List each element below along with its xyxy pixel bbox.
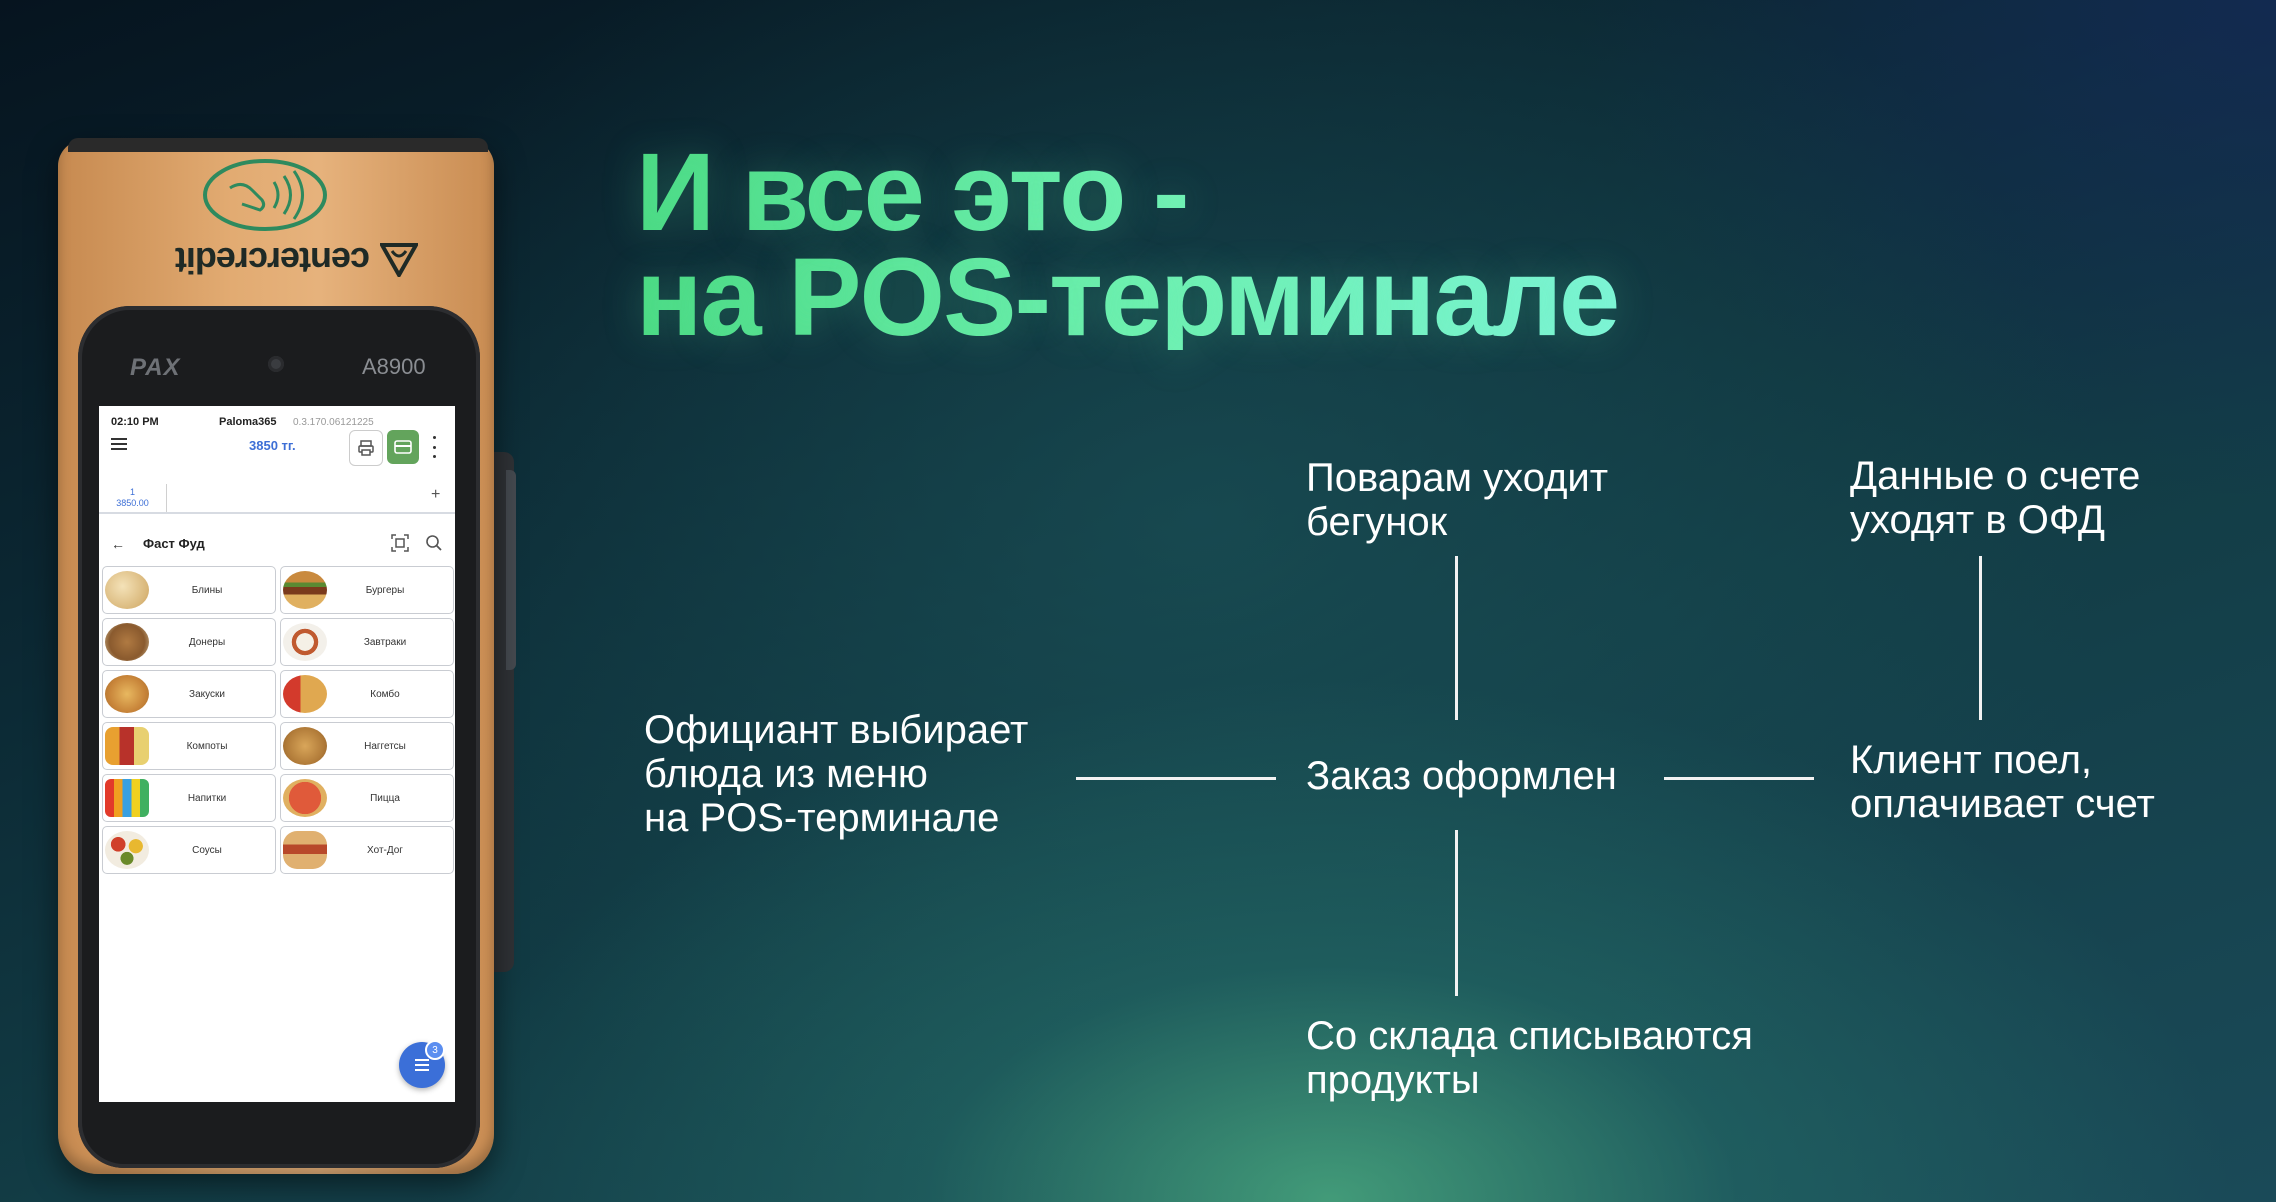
bank-name: centercredit (175, 240, 370, 281)
barcode-scan-icon[interactable] (391, 534, 409, 552)
menu-item-combo[interactable]: Комбо (280, 670, 454, 718)
menu-item-pizza[interactable]: Пицца (280, 774, 454, 822)
device-maker: PAX (130, 354, 181, 381)
menu-item-label: Донеры (188, 636, 226, 648)
doner-icon (105, 623, 149, 661)
back-arrow-icon[interactable]: ← (111, 536, 125, 552)
menu-item-label: Пицца (370, 792, 400, 804)
connector-waiter-order (1076, 777, 1276, 780)
menu-item-drinks[interactable]: Напитки (102, 774, 276, 822)
contactless-payment-icon (203, 159, 327, 231)
menu-item-label: Соусы (192, 844, 222, 856)
menu-item-label: Комбо (370, 688, 400, 700)
snacks-icon (105, 675, 149, 713)
menu-item-sauces[interactable]: Соусы (102, 826, 276, 874)
menu-category-grid: Блины Бургеры Донеры Завтраки Закуски Ко… (102, 566, 454, 874)
menu-item-label: Блины (191, 584, 223, 596)
menu-item-label: Компоты (186, 740, 228, 752)
drinks-icon (105, 779, 149, 817)
connector-ofd-client (1979, 556, 1982, 720)
order-tab-number: 1 (129, 487, 135, 497)
status-app-version: 0.3.170.06121225 (293, 417, 374, 428)
menu-item-breakfast[interactable]: Завтраки (280, 618, 454, 666)
order-tab-amount: 3850.00 (116, 498, 149, 508)
combo-icon (283, 675, 327, 713)
menu-item-label: Завтраки (363, 636, 407, 648)
headline-line-1: И все это - (636, 131, 1190, 254)
menu-item-label: Напитки (187, 792, 227, 804)
connector-cooks-order (1455, 556, 1458, 720)
flow-step-stock: Со склада списываются продукты (1306, 1014, 1753, 1102)
flow-step-ofd: Данные о счете уходят в ОФД (1850, 454, 2141, 542)
list-icon (415, 1059, 429, 1071)
menu-item-snacks[interactable]: Закуски (102, 670, 276, 718)
nuggets-icon (283, 727, 327, 765)
headline-line-2: на POS-терминале (636, 236, 1620, 359)
page-headline: И все это - на POS-терминале (636, 131, 1620, 359)
order-tab-1[interactable]: 1 3850.00 (99, 484, 167, 512)
category-title: Фаст Фуд (143, 536, 205, 551)
bank-logo-icon (380, 243, 418, 277)
hamburger-menu-icon[interactable] (111, 438, 127, 450)
flow-step-order: Заказ оформлен (1306, 754, 1617, 798)
order-total: 3850 тг. (249, 438, 296, 453)
device-model: A8900 (362, 354, 426, 379)
menu-item-pancakes[interactable]: Блины (102, 566, 276, 614)
flow-step-client: Клиент поел, оплачивает счет (1850, 738, 2155, 826)
burger-icon (283, 571, 327, 609)
breakfast-icon (283, 623, 327, 661)
compote-icon (105, 727, 149, 765)
device-top-cap (68, 138, 488, 152)
device-side-button[interactable] (506, 470, 516, 670)
menu-item-compotes[interactable]: Компоты (102, 722, 276, 770)
connector-order-stock (1455, 830, 1458, 996)
pos-app-screen: 02:10 PM Paloma365 0.3.170.06121225 3850… (99, 406, 455, 1102)
front-camera (268, 356, 284, 372)
menu-item-burgers[interactable]: Бургеры (280, 566, 454, 614)
menu-item-nuggets[interactable]: Наггетсы (280, 722, 454, 770)
connector-order-client (1664, 777, 1814, 780)
menu-item-hotdog[interactable]: Хот-Дог (280, 826, 454, 874)
menu-item-label: Хот-Дог (367, 844, 403, 856)
hotdog-icon (283, 831, 327, 869)
pizza-icon (283, 779, 327, 817)
status-app-name: Paloma365 (219, 416, 277, 428)
menu-item-label: Закуски (189, 688, 225, 700)
flow-step-waiter: Официант выбирает блюда из меню на POS-т… (644, 708, 1029, 840)
card-payment-icon (394, 440, 412, 454)
bank-logo: centercredit (148, 238, 418, 282)
menu-item-label: Бургеры (365, 584, 405, 596)
pancakes-icon (105, 571, 149, 609)
payment-button[interactable] (387, 430, 419, 464)
search-icon[interactable] (425, 534, 443, 552)
status-time: 02:10 PM (111, 416, 159, 428)
add-tab-button[interactable]: + (431, 486, 441, 503)
sauces-icon (105, 831, 149, 869)
menu-item-doners[interactable]: Донеры (102, 618, 276, 666)
menu-item-label: Наггетсы (364, 740, 406, 752)
order-tabs-bar (99, 484, 455, 514)
cart-count-badge: 3 (425, 1040, 445, 1060)
print-button[interactable] (349, 430, 383, 466)
flow-step-cooks: Поварам уходит бегунок (1306, 456, 1609, 544)
printer-icon (358, 440, 374, 456)
more-options-icon[interactable] (429, 436, 439, 458)
